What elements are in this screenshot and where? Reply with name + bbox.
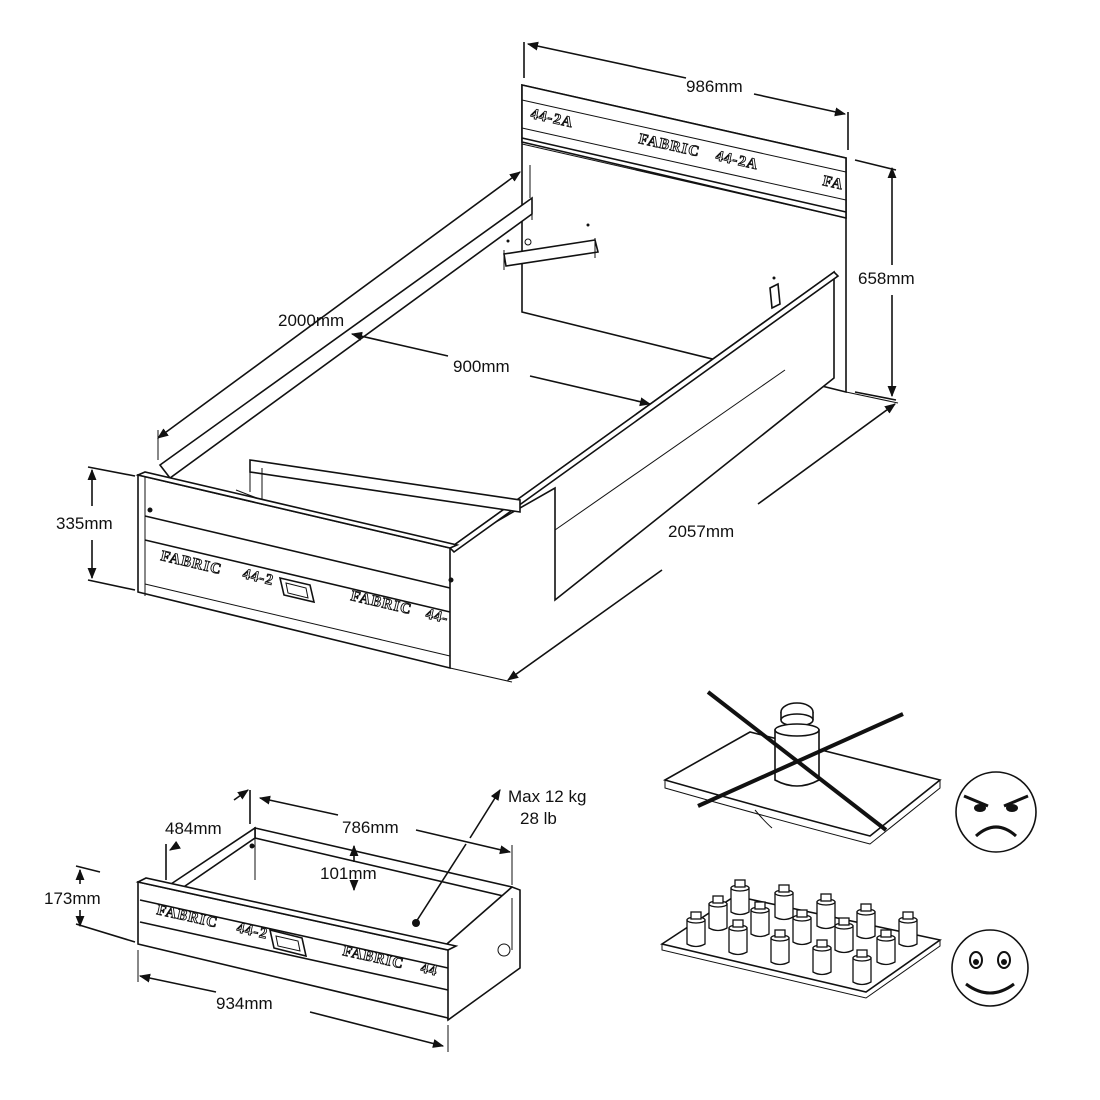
smiling-face-icon — [951, 929, 1029, 1007]
drawer-height-label: 173mm — [44, 889, 101, 908]
drawer-handle — [278, 576, 316, 604]
small-weight-icon — [812, 939, 832, 976]
small-weights-group — [686, 879, 918, 986]
right-side-rail — [448, 270, 840, 602]
drawer-front-handle — [268, 928, 308, 958]
inner-width-label: 900mm — [453, 357, 510, 376]
small-weight-icon — [898, 911, 918, 948]
drawer-front-width-label: 934mm — [216, 994, 273, 1013]
drawer-code-label-2: 44 — [419, 960, 439, 979]
small-weight-icon — [774, 884, 794, 921]
bed-dimension-lines — [87, 41, 899, 683]
drawer-depth-label: 484mm — [165, 819, 222, 838]
small-weight-icon — [708, 895, 728, 932]
metal-bracket-right — [769, 276, 781, 310]
max-load-lb-label: 28 lb — [520, 809, 557, 828]
bed-height-label: 335mm — [56, 514, 113, 533]
small-weight-icon — [856, 903, 876, 940]
small-weight-icon — [686, 911, 706, 948]
small-weight-icon — [792, 909, 812, 946]
small-weight-icon — [816, 893, 836, 930]
small-weight-icon — [834, 917, 854, 954]
headboard-fa-label: FA — [821, 173, 845, 193]
front-code-label: 44-2 — [241, 566, 275, 589]
drawer-illustration — [135, 826, 521, 1022]
drawer-code-label: 44-2 — [235, 920, 269, 942]
max-load-kg-label: Max 12 kg — [508, 787, 586, 806]
small-weight-icon — [852, 949, 872, 986]
headboard — [521, 83, 847, 394]
bed-illustration: 44-2A FABRIC 44-2A FA — [135, 83, 847, 670]
concentrated-load-diagram — [662, 690, 942, 845]
angry-face-icon — [955, 771, 1037, 853]
left-side-rail — [158, 196, 533, 485]
headboard-width-label: 986mm — [686, 77, 743, 96]
small-weight-icon — [750, 901, 770, 938]
bed-front-panel — [135, 471, 460, 670]
overall-length-label: 2057mm — [668, 522, 734, 541]
small-weight-icon — [770, 929, 790, 966]
distributed-load-diagram — [660, 879, 942, 999]
bed-length-label: 2000mm — [278, 311, 344, 330]
small-weight-icon — [730, 879, 750, 916]
headboard-height-label: 658mm — [858, 269, 915, 288]
small-weight-icon — [876, 929, 896, 966]
drawer-dimension-lines — [75, 789, 513, 1052]
front-code-label-2: 44- — [424, 606, 450, 627]
drawer-width-label: 786mm — [342, 818, 399, 837]
small-weight-icon — [728, 919, 748, 956]
drawer-inner-height-label: 101mm — [320, 864, 377, 883]
inner-frame — [235, 459, 521, 513]
